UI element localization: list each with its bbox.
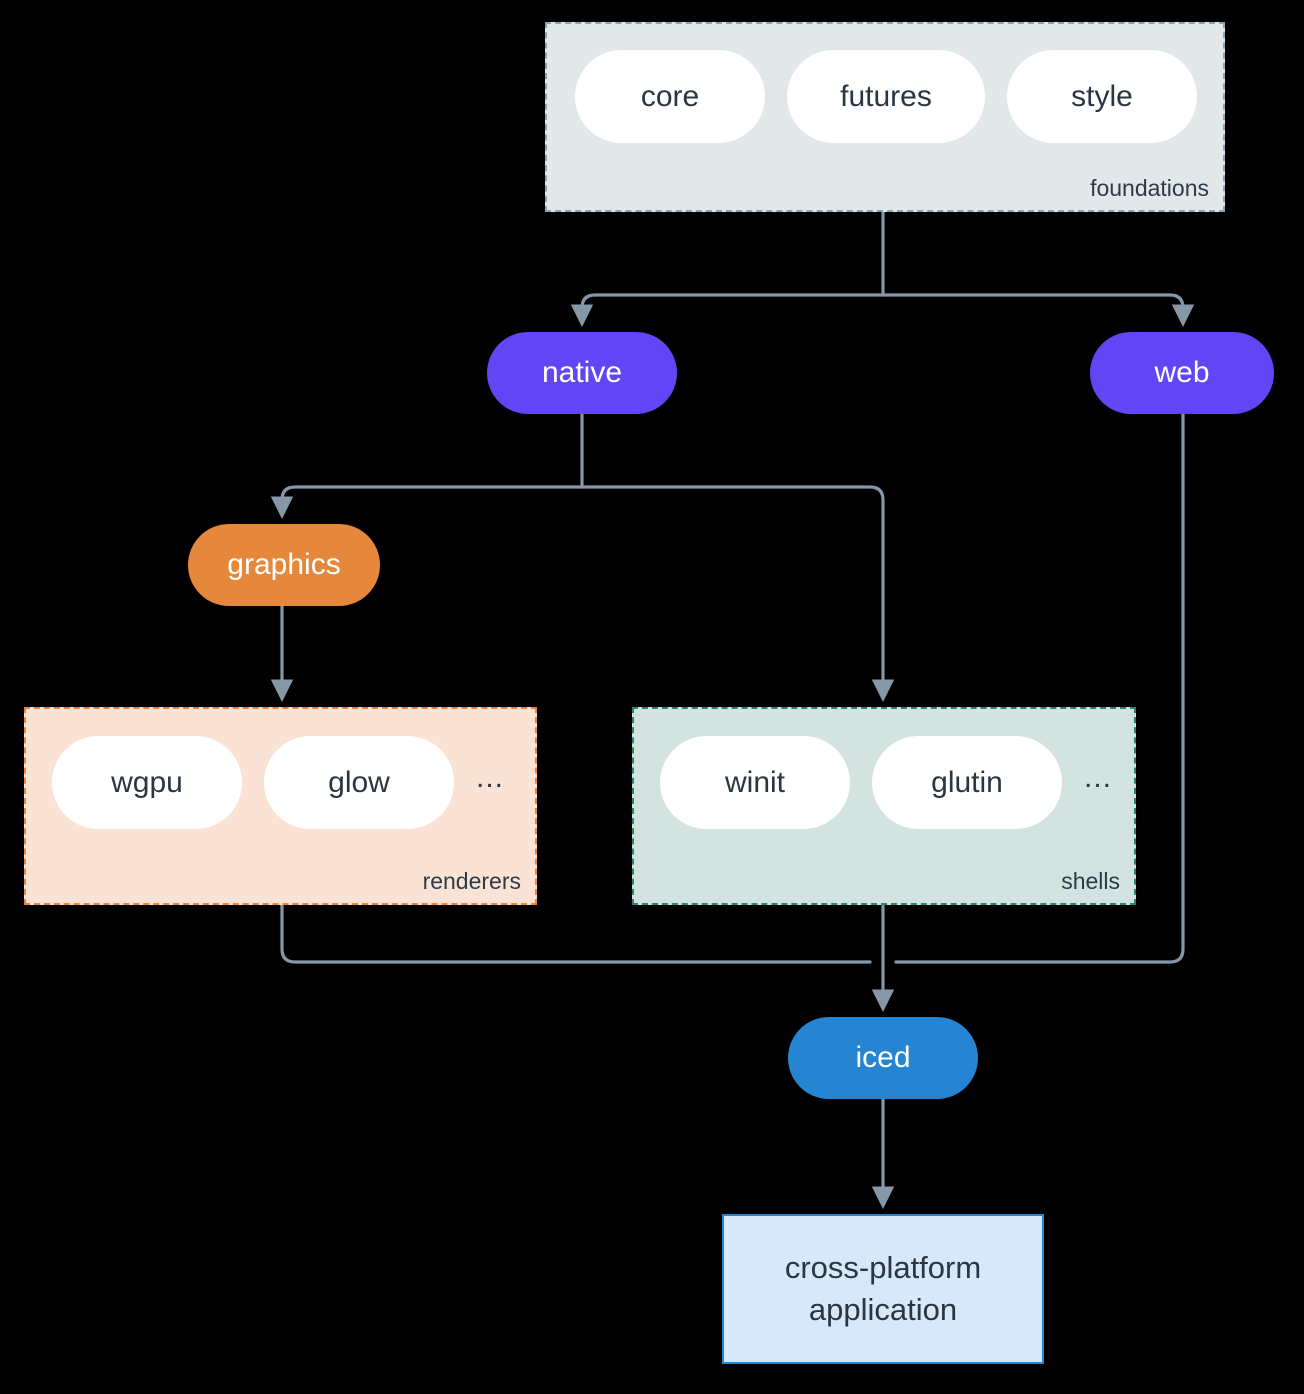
renderers-chips: wgpu glow ... (52, 736, 504, 829)
edge-web-iced (894, 412, 1185, 964)
group-foundations: core futures style foundations (545, 22, 1225, 212)
application-line-1: cross-platform (784, 1250, 982, 1286)
shells-ellipsis: ... (1084, 760, 1113, 794)
group-label-renderers: renderers (422, 868, 521, 894)
node-cross-platform-application[interactable]: cross-platform application (722, 1214, 1044, 1364)
edge-native-graphics (270, 485, 584, 519)
chip-core[interactable]: core (575, 50, 765, 143)
edge-renderers-iced (280, 903, 872, 964)
chip-glutin[interactable]: glutin (872, 736, 1062, 829)
shells-chips: winit glutin ... (660, 736, 1112, 829)
group-label-foundations: foundations (1090, 175, 1209, 201)
chip-style[interactable]: style (1007, 50, 1197, 143)
node-web[interactable]: web (1090, 332, 1274, 414)
node-graphics[interactable]: graphics (188, 524, 380, 606)
edge-foundations-web (881, 293, 1195, 327)
group-label-shells: shells (1061, 868, 1120, 894)
chip-winit[interactable]: winit (660, 736, 850, 829)
node-iced[interactable]: iced (788, 1017, 978, 1099)
node-native[interactable]: native (487, 332, 677, 414)
foundations-chips: core futures style (575, 50, 1197, 143)
edge-foundations-native (570, 293, 885, 327)
chip-futures[interactable]: futures (787, 50, 985, 143)
application-line-2: application (808, 1292, 958, 1327)
edge-native-shells (580, 485, 895, 702)
chip-wgpu[interactable]: wgpu (52, 736, 242, 829)
group-shells: winit glutin ... shells (632, 707, 1136, 905)
chip-glow[interactable]: glow (264, 736, 454, 829)
renderers-ellipsis: ... (476, 760, 505, 794)
group-renderers: wgpu glow ... renderers (24, 707, 537, 905)
